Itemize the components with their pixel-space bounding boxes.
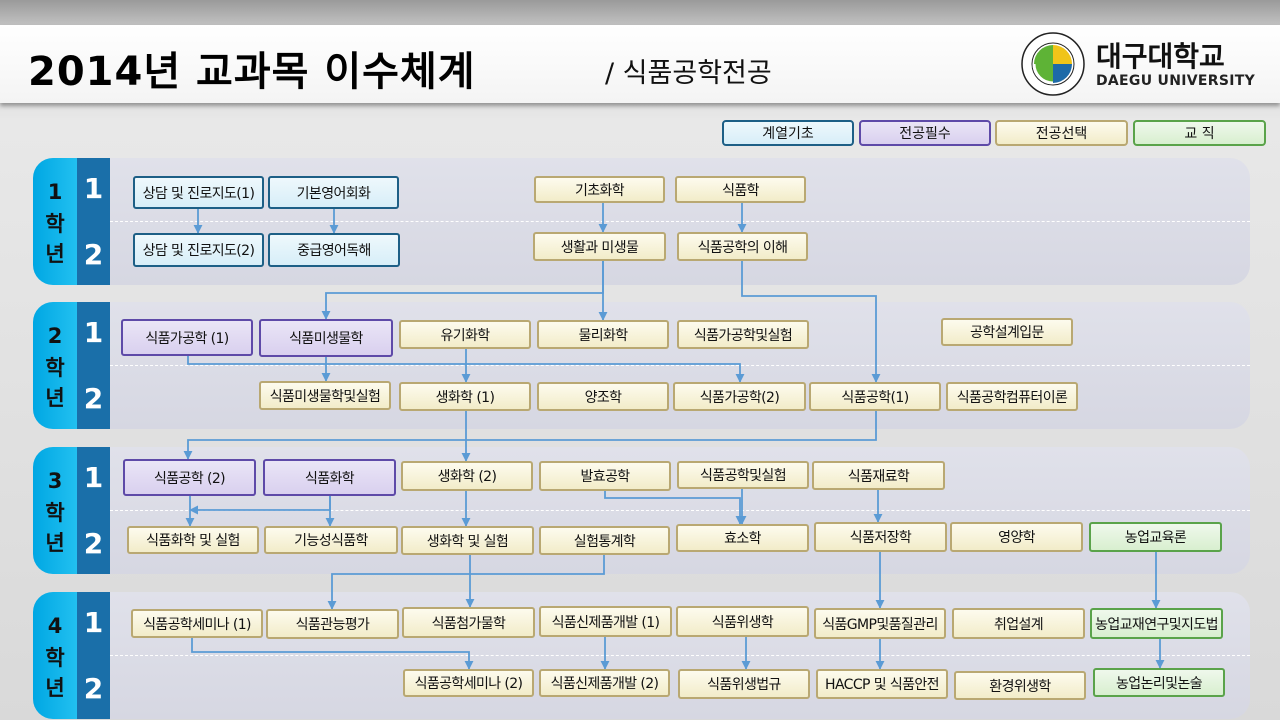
year-label-2: 2 학 년 <box>33 302 77 429</box>
course-y4s2-haccp: HACCP 및 식품안전 <box>816 669 948 699</box>
semester-divider <box>110 221 1250 222</box>
semester-column-3: 1 2 <box>77 447 110 574</box>
semester-label: 1 <box>83 606 104 639</box>
header-bar: 2014년 교과목 이수체계 / 식품공학전공 대구대학교 DAEGU UNIV… <box>0 25 1280 103</box>
course-y2s1-proclab: 식품가공학및실험 <box>677 320 809 349</box>
course-y4s1-hygiene: 식품위생학 <box>676 606 809 637</box>
course-y4s1-agmaterial: 농업교재연구및지도법 <box>1090 608 1223 639</box>
course-y4s1-gmp: 식품GMP및품질관리 <box>814 608 946 639</box>
semester-column-1: 1 2 <box>77 158 110 285</box>
course-y2s2-foodeng1: 식품공학(1) <box>809 382 941 411</box>
page-subtitle: / 식품공학전공 <box>605 58 772 89</box>
course-y2s2-proc2: 식품가공학(2) <box>673 382 806 411</box>
semester-column-2: 1 2 <box>77 302 110 429</box>
course-y2s2-microlab: 식품미생물학및실험 <box>259 381 391 410</box>
course-y3s2-functional: 기능성식품학 <box>264 526 398 554</box>
course-y3s2-agedu: 농업교육론 <box>1089 522 1222 552</box>
semester-label: 2 <box>83 672 104 705</box>
course-y3s1-ferment: 발효공학 <box>539 461 671 491</box>
year-label-4: 4 학 년 <box>33 592 77 719</box>
course-y2s2-brew: 양조학 <box>537 382 669 411</box>
course-y4s2-seminar2: 식품공학세미나 (2) <box>403 669 534 697</box>
course-y3s1-biochem2: 생화학 (2) <box>401 461 533 491</box>
university-name-english: DAEGU UNIVERSITY <box>1096 73 1256 89</box>
course-y2s1-design: 공학설계입문 <box>941 318 1073 346</box>
course-y3s2-biolab: 생화학 및 실험 <box>401 526 534 555</box>
course-y2s1-proc1: 식품가공학 (1) <box>121 319 253 356</box>
year-label-1: 1 학 년 <box>33 158 77 285</box>
semester-divider <box>110 510 1250 511</box>
semester-label: 1 <box>83 172 104 205</box>
course-y2s2-computer: 식품공학컴퓨터이론 <box>946 382 1078 411</box>
course-y3s2-enzyme: 효소학 <box>676 524 809 552</box>
course-y3s1-englab: 식품공학및실험 <box>677 461 809 489</box>
course-y3s2-storage: 식품저장학 <box>814 522 947 552</box>
legend-basic: 계열기초 <box>722 120 854 146</box>
course-y3s1-foodeng2: 식품공학 (2) <box>123 459 256 496</box>
university-seal-icon <box>1020 31 1086 97</box>
semester-divider <box>110 655 1250 656</box>
page-title: 2014년 교과목 이수체계 <box>28 49 476 95</box>
course-y4s1-career: 취업설계 <box>952 608 1085 639</box>
course-y3s2-nutrition: 영양학 <box>950 522 1083 552</box>
legend-required: 전공필수 <box>859 120 991 146</box>
semester-label: 2 <box>83 238 104 271</box>
semester-column-4: 1 2 <box>77 592 110 719</box>
course-y1s2-life: 생활과 미생물 <box>533 232 666 261</box>
course-y2s2-biochem1: 생화학 (1) <box>399 382 531 411</box>
semester-label: 2 <box>83 527 104 560</box>
course-y3s2-stats: 실험통계학 <box>539 526 670 555</box>
course-y1s1-counsel: 상담 및 진로지도(1) <box>133 176 264 209</box>
course-y1s1-food: 식품학 <box>675 176 806 203</box>
year-label-3: 3 학 년 <box>33 447 77 574</box>
semester-divider <box>110 365 1250 366</box>
course-y1s2-english: 중급영어독해 <box>268 233 400 267</box>
course-y4s1-additive: 식품첨가물학 <box>402 607 535 638</box>
course-y4s2-aglogic: 농업논리및논술 <box>1093 668 1225 697</box>
legend-elective: 전공선택 <box>995 120 1128 146</box>
course-y4s1-newprod1: 식품신제품개발 (1) <box>539 606 672 637</box>
course-y4s2-envhyg: 환경위생학 <box>954 671 1086 700</box>
course-y4s1-seminar1: 식품공학세미나 (1) <box>131 609 263 638</box>
course-y1s1-basicchem: 기초화학 <box>534 176 665 203</box>
course-y2s1-micro: 식품미생물학 <box>259 319 393 357</box>
course-y4s2-hyglaw: 식품위생법규 <box>678 669 810 699</box>
course-y3s2-chemlab: 식품화학 및 실험 <box>127 526 259 554</box>
course-y1s2-foodeng: 식품공학의 이해 <box>677 232 808 261</box>
legend-teaching: 교 직 <box>1133 120 1266 146</box>
course-y1s1-english: 기본영어회화 <box>268 176 399 209</box>
course-y2s1-physchem: 물리화학 <box>537 320 669 349</box>
course-y4s2-newprod2: 식품신제품개발 (2) <box>539 669 670 697</box>
university-name-korean: 대구대학교 <box>1096 40 1225 73</box>
semester-label: 1 <box>83 316 104 349</box>
course-y3s1-material: 식품재료학 <box>812 461 945 490</box>
course-y1s2-counsel: 상담 및 진로지도(2) <box>133 233 264 267</box>
semester-label: 1 <box>83 461 104 494</box>
course-y2s1-organic: 유기화학 <box>399 320 531 349</box>
course-y3s1-foodchem: 식품화학 <box>263 459 396 496</box>
course-y4s1-sensory: 식품관능평가 <box>266 609 399 639</box>
semester-label: 2 <box>83 382 104 415</box>
